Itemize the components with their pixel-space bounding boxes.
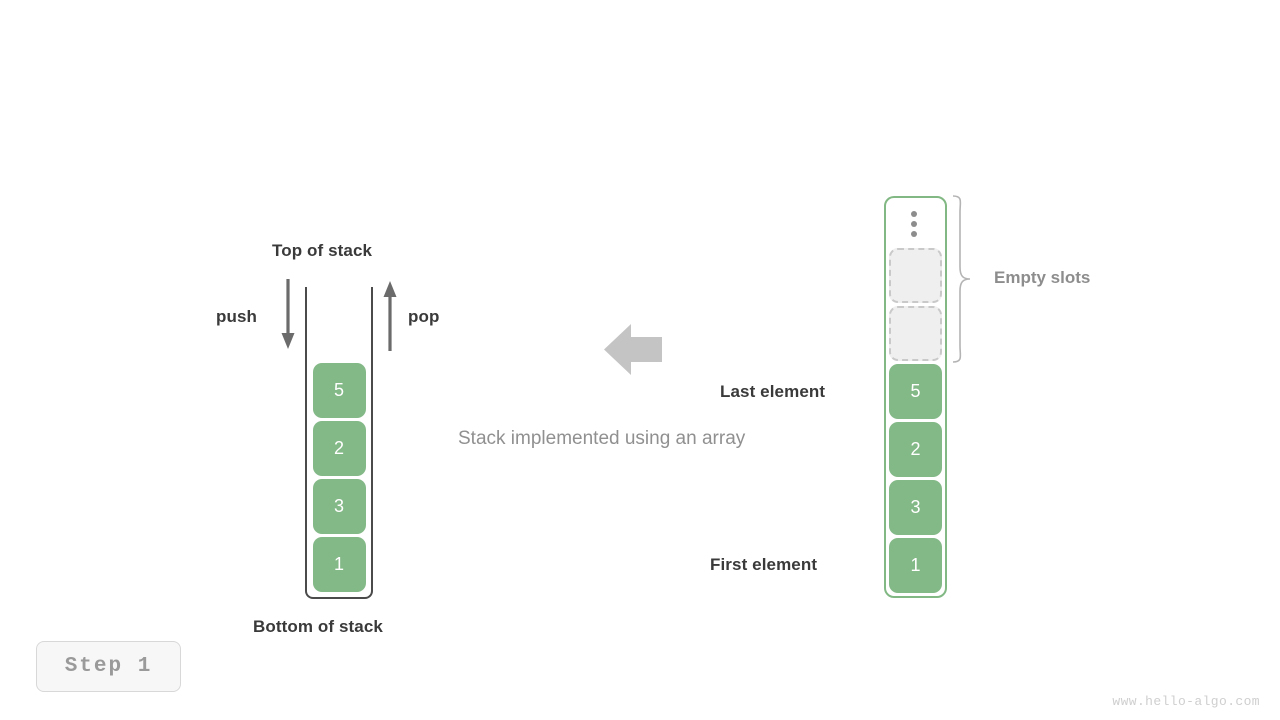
ellipsis-dot	[910, 231, 917, 237]
step-badge[interactable]: Step 1	[36, 641, 181, 692]
push-label: push	[216, 307, 258, 326]
watermark: www.hello-algo.com	[1112, 694, 1260, 709]
bottom-of-stack-label: Bottom of stack	[253, 617, 383, 636]
empty-slots-label: Empty slots	[994, 268, 1091, 287]
empty-slots-brace	[952, 195, 971, 363]
empty-slot	[889, 248, 942, 303]
diagram-caption: Stack implemented using an array	[458, 428, 746, 449]
top-of-stack-label: Top of stack	[272, 241, 373, 260]
array-element: 3	[889, 480, 942, 535]
stack-element-list: 5 2 3 1	[307, 363, 371, 592]
pop-label: pop	[408, 307, 440, 326]
pop-arrow-icon	[383, 281, 397, 351]
stack-element: 5	[312, 363, 366, 418]
array-element: 5	[889, 364, 942, 419]
empty-slot	[889, 306, 942, 361]
array-element: 1	[889, 538, 942, 593]
stack-element: 1	[312, 537, 366, 592]
push-arrow-icon	[281, 279, 295, 349]
ellipsis-dot	[910, 211, 917, 217]
stack-element: 3	[312, 479, 366, 534]
left-pointing-arrow-icon	[604, 324, 662, 375]
ellipsis-dot	[910, 221, 917, 227]
first-element-label: First element	[710, 555, 818, 574]
last-element-label: Last element	[720, 382, 826, 401]
vertical-ellipsis-icon	[910, 211, 917, 237]
array-slot-list: 5 2 3 1	[886, 248, 945, 593]
stack-element: 2	[312, 421, 366, 476]
array-element: 2	[889, 422, 942, 477]
